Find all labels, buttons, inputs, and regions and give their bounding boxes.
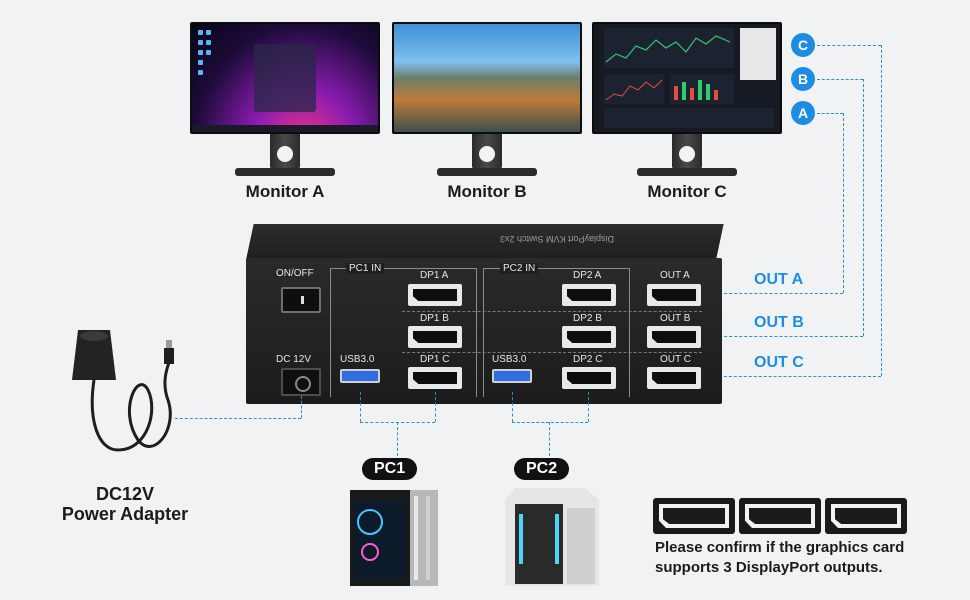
displayport-icon-2 [739,498,821,534]
pc2-dp-line [588,392,589,422]
dc-jack [281,368,321,396]
outa-port [647,284,701,306]
line-a-vertical [843,113,844,293]
power-line-h [175,418,301,419]
dp1b-label: DP1 B [420,313,449,324]
dp2b-port [562,326,616,348]
line-out-c [704,376,881,377]
outc-port [647,367,701,389]
dp2c-label: DP2 C [573,354,603,365]
line-b-vertical [863,79,864,336]
pc1-dp-line [435,392,436,422]
usb1-port [340,369,380,383]
monitor-b [392,22,582,176]
graphics-note-line2: supports 3 DisplayPort outputs. [655,559,883,576]
line-b-top [817,79,863,80]
outb-port-label: OUT B [660,313,691,324]
dc-label: DC 12V [276,354,312,365]
usb2-port [492,369,532,383]
monitor-b-label: Monitor B [447,182,527,201]
dp1a-port [408,284,462,306]
adapter-label: DC12V Power Adapter [40,484,210,524]
out-b-label: OUT B [754,314,804,331]
out-c-label: OUT C [754,354,804,371]
monitor-c-label: Monitor C [647,182,727,201]
dp2a-label: DP2 A [573,270,602,281]
power-adapter-icon [72,330,174,452]
dp2b-label: DP2 B [573,313,602,324]
pc2-usb-line [512,392,513,422]
displayport-icon-1 [653,498,735,534]
displayport-icon-3 [825,498,907,534]
badge-b: B [791,67,815,91]
monitor-b-screen [392,22,582,134]
dp2a-port [562,284,616,306]
monitor-a-label: Monitor A [245,182,325,201]
usb1-label: USB3.0 [340,354,375,365]
pc2-down-line [549,422,550,456]
pc1-group [330,268,477,397]
dp1b-port [408,326,462,348]
line-c-vertical [881,45,882,376]
line-out-b [704,336,863,337]
line-a-top [817,113,843,114]
kvm-top-surface [246,224,724,260]
monitor-a [190,22,380,176]
pc2-tag: PC2 [514,458,570,480]
row-divider-2 [402,352,702,353]
outb-port [647,326,701,348]
dp1c-label: DP1 C [420,354,450,365]
badge-c: C [791,33,815,57]
power-line-v [301,396,302,418]
pc1-down-line [397,422,398,456]
power-switch-label: ON/OFF [276,268,314,279]
line-c-top [817,45,881,46]
row-divider-1 [402,311,702,312]
pc1-tower-icon [350,490,438,586]
usb2-label: USB3.0 [492,354,527,365]
outc-port-label: OUT C [660,354,691,365]
line-out-a [704,293,843,294]
outa-port-label: OUT A [660,270,690,281]
pc2-join-line [512,422,588,423]
pc1-group-label: PC1 IN [346,263,385,274]
monitor-c [592,22,782,176]
dp2c-port [562,367,616,389]
graphics-note-line1: Please confirm if the graphics card [655,539,905,556]
kvm-top-text: DisplayPort KVM Switch 2x3 [500,234,615,244]
monitor-c-screen [592,22,782,134]
badge-a: A [791,101,815,125]
graphics-note: Please confirm if the graphics card supp… [655,538,904,578]
dp1c-port [408,367,462,389]
pc2-group [483,268,630,397]
adapter-label-line1: DC12V [95,484,155,504]
pc2-group-label: PC2 IN [500,263,539,274]
pc1-tag: PC1 [362,458,418,480]
monitor-a-screen [190,22,380,134]
out-a-label: OUT A [754,271,804,288]
dp1a-label: DP1 A [420,270,449,281]
kvm-switch [246,258,722,404]
power-switch[interactable] [281,287,321,313]
pc2-tower-icon [505,488,599,586]
adapter-label-line2: Power Adapter [61,504,189,524]
pc1-usb-line [360,392,361,422]
